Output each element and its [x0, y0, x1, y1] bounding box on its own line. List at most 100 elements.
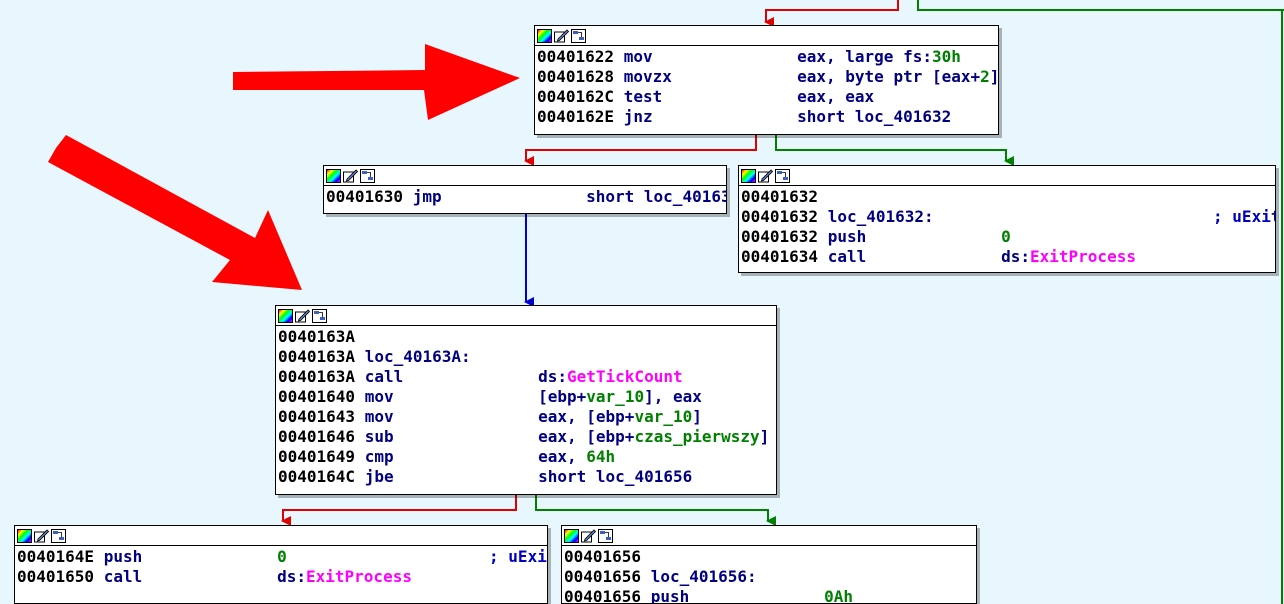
operand-value: 64h	[586, 447, 616, 466]
annotation-arrow-2	[48, 135, 302, 290]
asm-line[interactable]: 00401632 push 0	[741, 227, 1275, 247]
address: 0040164E	[17, 547, 95, 566]
import-name: GetTickCount	[567, 367, 683, 386]
asm-line[interactable]: 0040164E push 0 ; uExitCode	[17, 547, 547, 567]
address: 0040163A	[278, 347, 356, 366]
address: 00401632	[741, 187, 819, 206]
asm-line[interactable]: 0040163A call ds:GetTickCount	[278, 367, 776, 387]
address: 00401630	[326, 187, 404, 206]
block-header	[324, 166, 726, 186]
graph-icon[interactable]	[598, 528, 613, 543]
asm-line[interactable]: 0040162E jnz short loc_401632	[537, 107, 998, 127]
edit-icon[interactable]	[758, 168, 773, 183]
address: 00401650	[17, 567, 95, 586]
operand: eax, large fs:	[797, 47, 932, 66]
asm-line[interactable]: 0040162C test eax, eax	[537, 87, 998, 107]
graph-icon[interactable]	[360, 168, 375, 183]
graph-icon[interactable]	[571, 28, 586, 43]
address: 0040162C	[537, 87, 615, 106]
operand: short loc_401656	[538, 467, 693, 486]
graph-icon[interactable]	[775, 168, 790, 183]
code-block-40164E[interactable]: 0040164E push 0 ; uExitCode00401650 call…	[14, 525, 548, 604]
mnemonic: mov	[623, 47, 653, 66]
color-palette-icon[interactable]	[537, 28, 552, 43]
block-body: 0040164E push 0 ; uExitCode00401650 call…	[15, 546, 547, 587]
asm-line[interactable]: 00401650 call ds:ExitProcess	[17, 567, 547, 587]
asm-line[interactable]: 00401630 jmp short loc_40163A	[326, 187, 726, 207]
block-header	[276, 306, 776, 326]
address: 00401632	[741, 227, 819, 246]
code-label: loc_401656:	[650, 567, 757, 586]
address: 00401643	[278, 407, 356, 426]
operand-value: var_10	[634, 407, 693, 426]
edit-icon[interactable]	[554, 28, 569, 43]
asm-line[interactable]: 00401622 mov eax, large fs:30h	[537, 47, 998, 67]
annotation-arrow-1	[233, 44, 520, 120]
asm-line[interactable]: 00401628 movzx eax, byte ptr [eax+2]	[537, 67, 998, 87]
asm-line[interactable]: 00401656 push 0Ah	[564, 587, 976, 604]
address: 00401646	[278, 427, 356, 446]
color-palette-icon[interactable]	[741, 168, 756, 183]
color-palette-icon[interactable]	[278, 308, 293, 323]
comment: ; uExitCode	[489, 547, 547, 566]
edit-icon[interactable]	[295, 308, 310, 323]
edge-false-401622-to-401630	[524, 134, 757, 166]
asm-line[interactable]: 00401632 loc_401632: ; uExitCode	[741, 207, 1275, 227]
asm-line[interactable]: 00401640 mov [ebp+var_10], eax	[278, 387, 776, 407]
asm-line[interactable]: 0040164C jbe short loc_401656	[278, 467, 776, 487]
operand: ], eax	[644, 387, 702, 406]
operand-value: var_10	[586, 387, 645, 406]
edit-icon[interactable]	[343, 168, 358, 183]
operand: eax, eax	[797, 87, 875, 106]
import-name: ExitProcess	[306, 567, 412, 586]
address: 0040162E	[537, 107, 615, 126]
asm-line[interactable]: 00401646 sub eax, [ebp+czas_pierwszy]	[278, 427, 776, 447]
block-header	[739, 166, 1275, 186]
color-palette-icon[interactable]	[564, 528, 579, 543]
mnemonic: jnz	[623, 107, 653, 126]
edge-false-40163A-to-40164E	[281, 494, 517, 526]
color-palette-icon[interactable]	[17, 528, 32, 543]
edit-icon[interactable]	[581, 528, 596, 543]
address: 00401649	[278, 447, 356, 466]
asm-line[interactable]: 00401649 cmp eax, 64h	[278, 447, 776, 467]
address: 00401640	[278, 387, 356, 406]
asm-line[interactable]: 00401632	[741, 187, 1275, 207]
operand-value: 30h	[931, 47, 961, 66]
operand: ]	[989, 67, 999, 86]
mnemonic: push	[650, 587, 690, 604]
mnemonic: test	[623, 87, 663, 106]
mnemonic: sub	[364, 427, 394, 446]
address: 00401628	[537, 67, 615, 86]
color-palette-icon[interactable]	[326, 168, 341, 183]
edit-icon[interactable]	[34, 528, 49, 543]
block-header	[15, 526, 547, 546]
code-block-401630[interactable]: 00401630 jmp short loc_40163A	[323, 165, 727, 214]
mnemonic: call	[103, 567, 143, 586]
graph-icon[interactable]	[312, 308, 327, 323]
asm-line[interactable]: 00401634 call ds:ExitProcess	[741, 247, 1275, 267]
asm-line[interactable]: 00401643 mov eax, [ebp+var_10]	[278, 407, 776, 427]
operand-value: 2	[980, 67, 990, 86]
operand-value: 0	[1001, 227, 1011, 246]
edge-false-incoming	[764, 0, 899, 27]
asm-line[interactable]: 0040163A	[278, 327, 776, 347]
address: 0040163A	[278, 327, 356, 346]
asm-line[interactable]: 00401656 loc_401656:	[564, 567, 976, 587]
operand: eax, byte ptr [eax+	[797, 67, 981, 86]
block-header	[535, 26, 998, 46]
comment: ; uExitCode	[1213, 207, 1275, 226]
mnemonic: jbe	[364, 467, 394, 486]
graph-icon[interactable]	[51, 528, 66, 543]
asm-line[interactable]: 00401656	[564, 547, 976, 567]
asm-line[interactable]: 0040163A loc_40163A:	[278, 347, 776, 367]
